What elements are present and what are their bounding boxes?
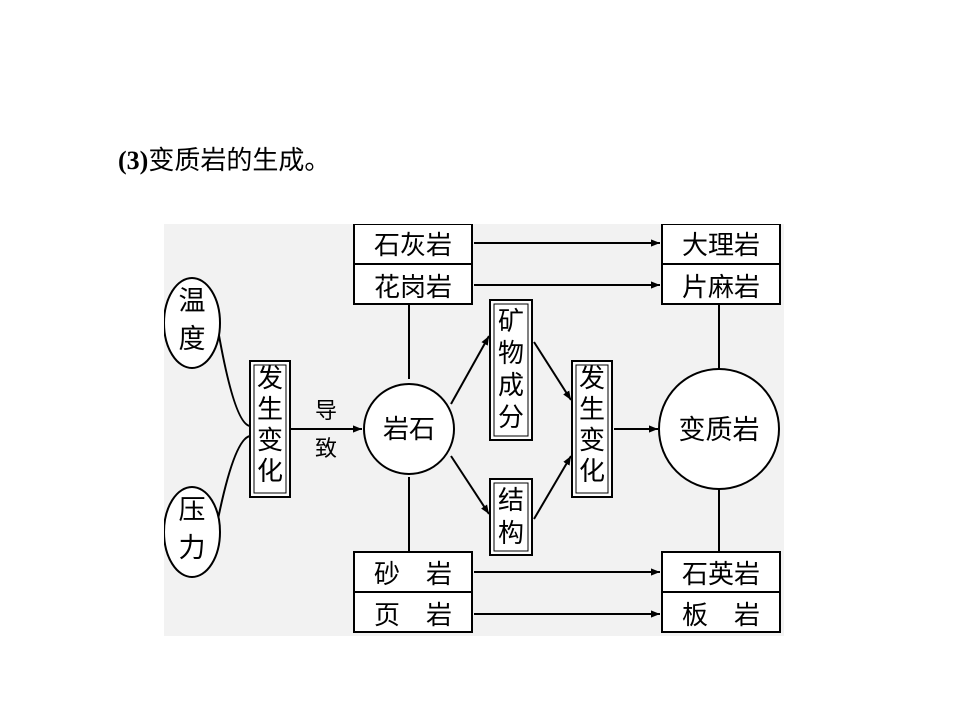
lead-to-char-2: 致	[315, 437, 337, 462]
temperature-line	[216, 323, 251, 427]
composition-char-3: 成	[498, 371, 524, 401]
change-box-char-1: 发	[257, 364, 283, 394]
metamorphic-rock-diagram: 温 度 压 力 发 生 变 化 导 致 岩石 矿 物 成 分 结 构 发 生 变…	[163, 223, 784, 640]
product-item: 大理岩	[682, 231, 760, 261]
factor-pressure-char-2: 力	[179, 533, 206, 564]
rock-to-composition-arrow	[450, 335, 490, 405]
product-item: 板 岩	[682, 601, 760, 631]
connector-lines	[216, 239, 720, 618]
structure-char-1: 结	[498, 486, 524, 516]
composition-char-4: 分	[498, 403, 524, 433]
change-box-2-char-1: 发	[579, 364, 605, 394]
lead-to-char-1: 导	[315, 399, 337, 424]
composition-to-change-arrow	[533, 341, 572, 401]
change-box-char-2: 生	[257, 395, 283, 425]
structure-char-2: 构	[498, 519, 524, 549]
pressure-ellipse	[163, 486, 221, 578]
composition-char-1: 矿	[498, 307, 524, 337]
product-item: 石英岩	[682, 560, 760, 590]
section-heading: (3)变质岩的生成。	[118, 140, 330, 177]
factor-temperature-char-1: 温	[179, 286, 206, 317]
composition-char-2: 物	[498, 339, 524, 369]
change-box-2-char-4: 化	[579, 457, 605, 487]
change-box-char-3: 变	[257, 426, 283, 456]
source-item: 页 岩	[374, 601, 452, 631]
change-box-char-4: 化	[257, 457, 283, 487]
change-box-2	[571, 360, 613, 498]
source-item: 砂 岩	[374, 560, 452, 590]
factor-temperature-char-2: 度	[179, 324, 206, 355]
pressure-line	[216, 435, 251, 525]
rock-to-structure-arrow	[450, 455, 490, 515]
change-box-2-char-2: 生	[579, 395, 605, 425]
heading-number: (3)	[118, 146, 149, 175]
factor-pressure-char-1: 压	[179, 495, 206, 526]
heading-text: 变质岩的生成。	[148, 146, 331, 176]
result-label: 变质岩	[679, 415, 760, 446]
rock-label: 岩石	[383, 415, 435, 445]
change-box-2-char-3: 变	[579, 426, 605, 456]
composition-box	[489, 299, 533, 441]
temperature-ellipse	[163, 277, 221, 369]
structure-box	[489, 478, 533, 556]
source-item: 石灰岩	[374, 231, 452, 261]
structure-to-change-arrow	[533, 455, 572, 520]
result-circle	[658, 368, 780, 490]
source-item: 花岗岩	[374, 273, 452, 303]
change-box	[249, 360, 291, 498]
product-item: 片麻岩	[682, 273, 760, 303]
rock-circle	[363, 383, 455, 475]
